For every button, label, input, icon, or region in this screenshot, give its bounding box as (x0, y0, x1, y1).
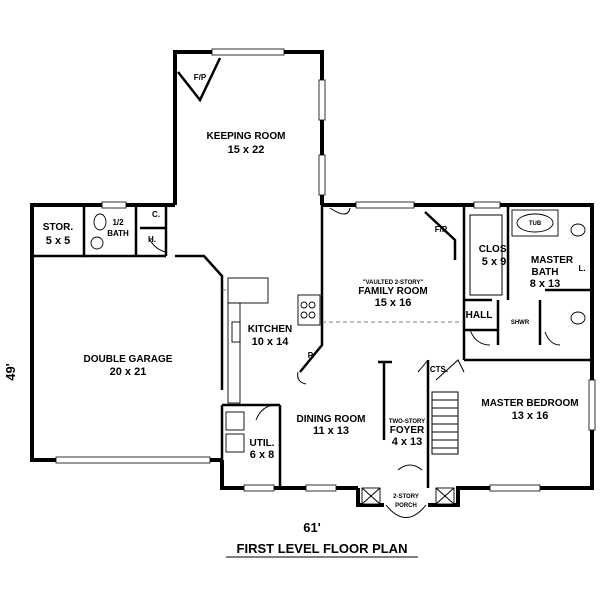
label-porch-two-story: 2-STORY (393, 494, 419, 500)
label-linen: L. (578, 264, 585, 273)
dim-keeping-room: 15 x 22 (228, 144, 265, 156)
label-hall: HALL (466, 310, 493, 321)
label-family-vaulted: "VAULTED 2-STORY" (363, 280, 424, 286)
label-keeping-room: KEEPING ROOM (207, 131, 286, 142)
label-foyer-two-story: TWO-STORY (389, 419, 425, 425)
label-pantry: P. (308, 351, 315, 360)
dim-foyer: 4 x 13 (392, 436, 423, 448)
label-porch: PORCH (395, 503, 417, 509)
dim-clos: 5 x 9 (482, 256, 506, 268)
dim-master-bedroom: 13 x 16 (512, 410, 549, 422)
label-master-bath-2: BATH (531, 267, 558, 278)
label-fp-family: F/P (435, 225, 448, 234)
fixtures (90, 207, 586, 518)
room-labels: F/P KEEPING ROOM 15 x 22 STOR. 5 x 5 1/2… (43, 73, 586, 509)
label-foyer: FOYER (390, 425, 425, 436)
overall-depth-label: 49' (3, 363, 18, 381)
dim-dining-room: 11 x 13 (313, 425, 349, 437)
stairs (431, 359, 465, 455)
label-master-bedroom: MASTER BEDROOM (481, 398, 578, 409)
label-half-bath-1: 1/2 (112, 218, 124, 227)
plan-title: FIRST LEVEL FLOOR PLAN (237, 541, 408, 556)
label-family-room: FAMILY ROOM (358, 286, 427, 297)
dim-stor: 5 x 5 (46, 235, 70, 247)
label-master-bath-1: MASTER (531, 255, 574, 266)
dim-double-garage: 20 x 21 (110, 366, 147, 378)
label-cts: CTS. (430, 365, 448, 374)
label-shower: SHWR (511, 320, 530, 326)
label-double-garage: DOUBLE GARAGE (84, 354, 173, 365)
label-kitchen: KITCHEN (248, 324, 292, 335)
label-stor: STOR. (43, 222, 74, 233)
label-util: UTIL. (250, 438, 275, 449)
label-closet-c: C. (152, 210, 160, 219)
label-closet-h: H. (148, 235, 156, 244)
dim-util: 6 x 8 (250, 449, 274, 461)
overall-width-label: 61' (303, 520, 321, 535)
label-dining-room: DINING ROOM (297, 414, 366, 425)
dim-family-room: 15 x 16 (375, 297, 412, 309)
windows (55, 48, 596, 492)
label-half-bath-2: BATH (107, 229, 129, 238)
label-tub: TUB (529, 221, 542, 227)
dim-master-bath: 8 x 13 (530, 278, 561, 290)
label-clos: CLOS. (479, 244, 510, 255)
interior-walls (32, 57, 592, 488)
dim-kitchen: 10 x 14 (252, 336, 290, 348)
label-fp-keeping: F/P (194, 73, 207, 82)
